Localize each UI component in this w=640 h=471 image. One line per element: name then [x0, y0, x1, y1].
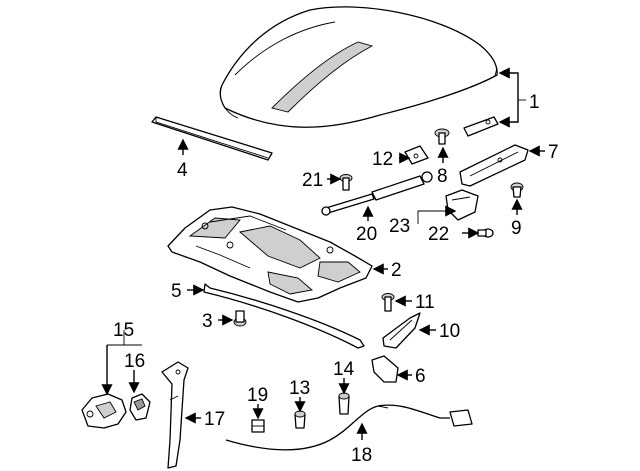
callout-13: 13: [289, 378, 310, 399]
callout-8: 8: [437, 166, 448, 187]
callout-10: 10: [439, 321, 460, 342]
hood-bumper-bracket[interactable]: [404, 145, 429, 165]
latch-support-rod[interactable]: [161, 361, 189, 469]
hood-bumper[interactable]: [233, 310, 247, 327]
callout-16: 16: [124, 351, 145, 372]
hood-panel[interactable]: [219, 6, 498, 128]
bumper-stop[interactable]: [294, 410, 306, 429]
retainer-clip[interactable]: [477, 228, 494, 238]
hood-latch-assembly[interactable]: [81, 393, 127, 429]
cable-clip[interactable]: [251, 419, 265, 433]
adjustable-bumper[interactable]: [338, 392, 350, 415]
support-bracket[interactable]: [382, 312, 421, 349]
latch-support-bracket[interactable]: [371, 355, 399, 383]
callout-2: 2: [391, 260, 402, 281]
latch-striker[interactable]: [129, 393, 151, 421]
callout-22: 22: [428, 224, 449, 245]
callout-1: 1: [529, 92, 540, 113]
callout-9: 9: [511, 218, 522, 239]
callout-15: 15: [113, 320, 134, 341]
callout-14: 14: [333, 359, 355, 380]
strut-bolt[interactable]: [339, 174, 353, 191]
push-pin-retainer[interactable]: [510, 182, 524, 198]
rear-hood-seal[interactable]: [203, 283, 365, 349]
callout-21: 21: [302, 170, 323, 191]
hood-lift-strut[interactable]: [321, 171, 433, 216]
callout-18: 18: [351, 445, 372, 466]
callout-3: 3: [202, 311, 213, 332]
hinge-bolt[interactable]: [434, 128, 450, 145]
hood-seal-strip[interactable]: [151, 116, 273, 161]
hood-insulator[interactable]: [167, 206, 373, 303]
callout-20: 20: [356, 224, 377, 245]
callout-7: 7: [548, 142, 559, 163]
hood-hinge[interactable]: [459, 144, 529, 187]
callout-4: 4: [177, 160, 188, 181]
callout-19: 19: [247, 385, 268, 406]
callout-12: 12: [372, 149, 393, 170]
callout-17: 17: [204, 409, 225, 430]
hood-release-cable[interactable]: [225, 404, 473, 451]
callout-11: 11: [415, 292, 435, 313]
callout-labels: 1 4 7 8 12 21 20 9 23 22 2 5 3 11 10 6 1…: [113, 92, 559, 466]
latch-bracket[interactable]: [445, 189, 479, 221]
callout-6: 6: [415, 366, 426, 387]
leader-lines: [101, 67, 545, 440]
callout-5: 5: [171, 281, 182, 302]
hinge-bracket-small[interactable]: [463, 116, 499, 137]
latch-bolt[interactable]: [381, 293, 395, 312]
callout-23: 23: [389, 216, 410, 237]
